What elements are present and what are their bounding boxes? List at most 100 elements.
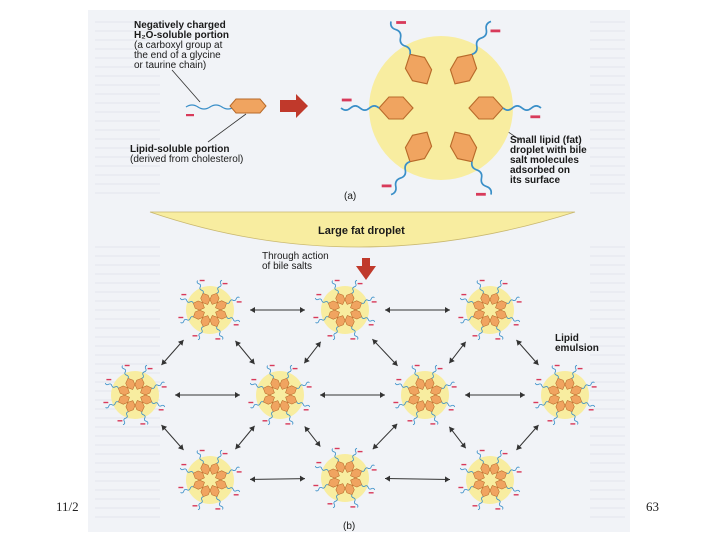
single-bile-salt-molecule xyxy=(185,98,267,117)
negative-charge-mark xyxy=(178,486,184,489)
negative-charge-mark xyxy=(458,486,464,489)
arrowhead xyxy=(235,443,241,450)
equilibrium-arrow xyxy=(384,478,451,480)
hydrophilic-tail xyxy=(122,411,129,426)
hydrophilic-tail xyxy=(296,381,310,389)
negative-charge-mark xyxy=(393,401,399,404)
hydrophilic-tail xyxy=(441,401,456,408)
arrowhead xyxy=(161,359,168,366)
negative-charge-mark xyxy=(106,378,112,381)
arrowhead xyxy=(249,425,255,432)
arrowhead xyxy=(314,440,321,447)
hydrophilic-tail xyxy=(441,381,455,389)
hydrophilic-tail xyxy=(331,448,339,462)
negative-charge-mark xyxy=(357,450,363,453)
arrowhead xyxy=(516,339,523,346)
negative-charge-mark xyxy=(233,494,239,496)
arrowhead xyxy=(391,360,398,366)
negative-charge-mark xyxy=(472,335,478,337)
negative-charge-mark xyxy=(316,461,322,464)
negative-charge-mark xyxy=(547,420,553,422)
hydrophilic-tail xyxy=(314,297,329,304)
negative-charge-mark xyxy=(371,469,377,471)
negative-charge-mark xyxy=(199,279,205,282)
droplet-core xyxy=(466,456,514,504)
water-soluble-portion-label: Negatively charged H₂O-soluble portion xyxy=(134,20,229,41)
equilibrium-arrow xyxy=(235,340,255,365)
molecule-tail xyxy=(185,104,235,110)
droplet-core xyxy=(186,286,234,334)
negative-charge-mark xyxy=(233,324,239,326)
negative-charge-mark xyxy=(368,492,374,494)
hydrophilic-tail xyxy=(395,401,409,409)
equilibrium-arrow xyxy=(372,423,398,450)
negative-charge-mark xyxy=(334,447,340,450)
hydrophilic-tail xyxy=(552,411,559,426)
negative-charge-mark xyxy=(140,423,146,425)
hydrophilic-tail xyxy=(471,20,492,56)
emulsion-droplets xyxy=(103,279,597,511)
hydrophilic-tail xyxy=(496,449,503,464)
hydrophilic-tail xyxy=(151,401,166,408)
negative-charge-mark xyxy=(516,471,522,473)
negative-charge-mark xyxy=(530,115,541,119)
emulsify-arrow xyxy=(356,258,376,280)
hydrophilic-tail xyxy=(266,365,274,379)
negative-charge-mark xyxy=(186,114,194,117)
hydrophilic-tail xyxy=(361,296,375,304)
negative-charge-mark xyxy=(192,335,198,337)
hydrophilic-tail xyxy=(267,411,274,426)
hydrophilic-tail xyxy=(412,411,419,426)
emulsion-droplet xyxy=(248,364,312,426)
equilibrium-arrow xyxy=(372,338,398,367)
hydrophilic-tail xyxy=(216,449,223,464)
negative-charge-mark xyxy=(236,471,242,473)
arrowhead xyxy=(520,392,525,398)
negative-charge-mark xyxy=(458,316,464,319)
negative-charge-mark xyxy=(262,420,268,422)
negative-charge-mark xyxy=(222,452,228,455)
hydrophilic-tail xyxy=(496,279,503,294)
footer-date: 11/2 xyxy=(56,499,79,514)
hydrophilic-tail xyxy=(105,401,119,409)
negative-charge-mark xyxy=(479,449,485,452)
negative-charge-mark xyxy=(554,364,560,367)
negative-charge-mark xyxy=(591,386,597,388)
arrowhead xyxy=(445,307,450,313)
hydrophilic-tail xyxy=(581,401,596,408)
arrowhead xyxy=(444,476,451,483)
negative-charge-mark xyxy=(490,29,501,33)
emulsion-droplet xyxy=(533,364,597,426)
droplet-core xyxy=(256,371,304,419)
hydrophilic-tail xyxy=(331,280,339,294)
hydrophilic-tail xyxy=(151,381,165,389)
hydrophilic-tail xyxy=(351,494,359,508)
hydrophilic-tail xyxy=(286,364,293,379)
arrowhead xyxy=(460,442,466,449)
equilibrium-arrow xyxy=(161,424,184,451)
negative-charge-mark xyxy=(181,293,187,296)
negative-charge-mark xyxy=(334,279,340,282)
negative-charge-mark xyxy=(285,423,291,425)
negative-charge-mark xyxy=(448,409,454,411)
negative-charge-mark xyxy=(303,409,309,411)
negative-charge-mark xyxy=(215,338,221,340)
hydrophilic-tail xyxy=(496,496,504,510)
lipid-emulsion-label: Lipid emulsion xyxy=(555,333,599,354)
hydrophilic-tail xyxy=(314,465,329,472)
hydrophilic-tail xyxy=(196,450,204,464)
hydrophilic-tail xyxy=(506,466,520,474)
equilibrium-arrow xyxy=(235,425,255,450)
negative-charge-mark xyxy=(513,494,519,496)
transform-arrow xyxy=(280,94,308,118)
negative-charge-mark xyxy=(570,423,576,425)
hydrophilic-tail xyxy=(296,401,311,408)
hydrophilic-tail xyxy=(226,296,240,304)
hydrophilic-tail xyxy=(389,21,412,55)
hydrophilic-tail xyxy=(286,411,294,425)
arrowhead xyxy=(177,339,184,346)
hydrophilic-tail xyxy=(216,279,223,294)
scanned-figure-background xyxy=(88,10,630,532)
emulsion-droplet xyxy=(313,447,377,509)
